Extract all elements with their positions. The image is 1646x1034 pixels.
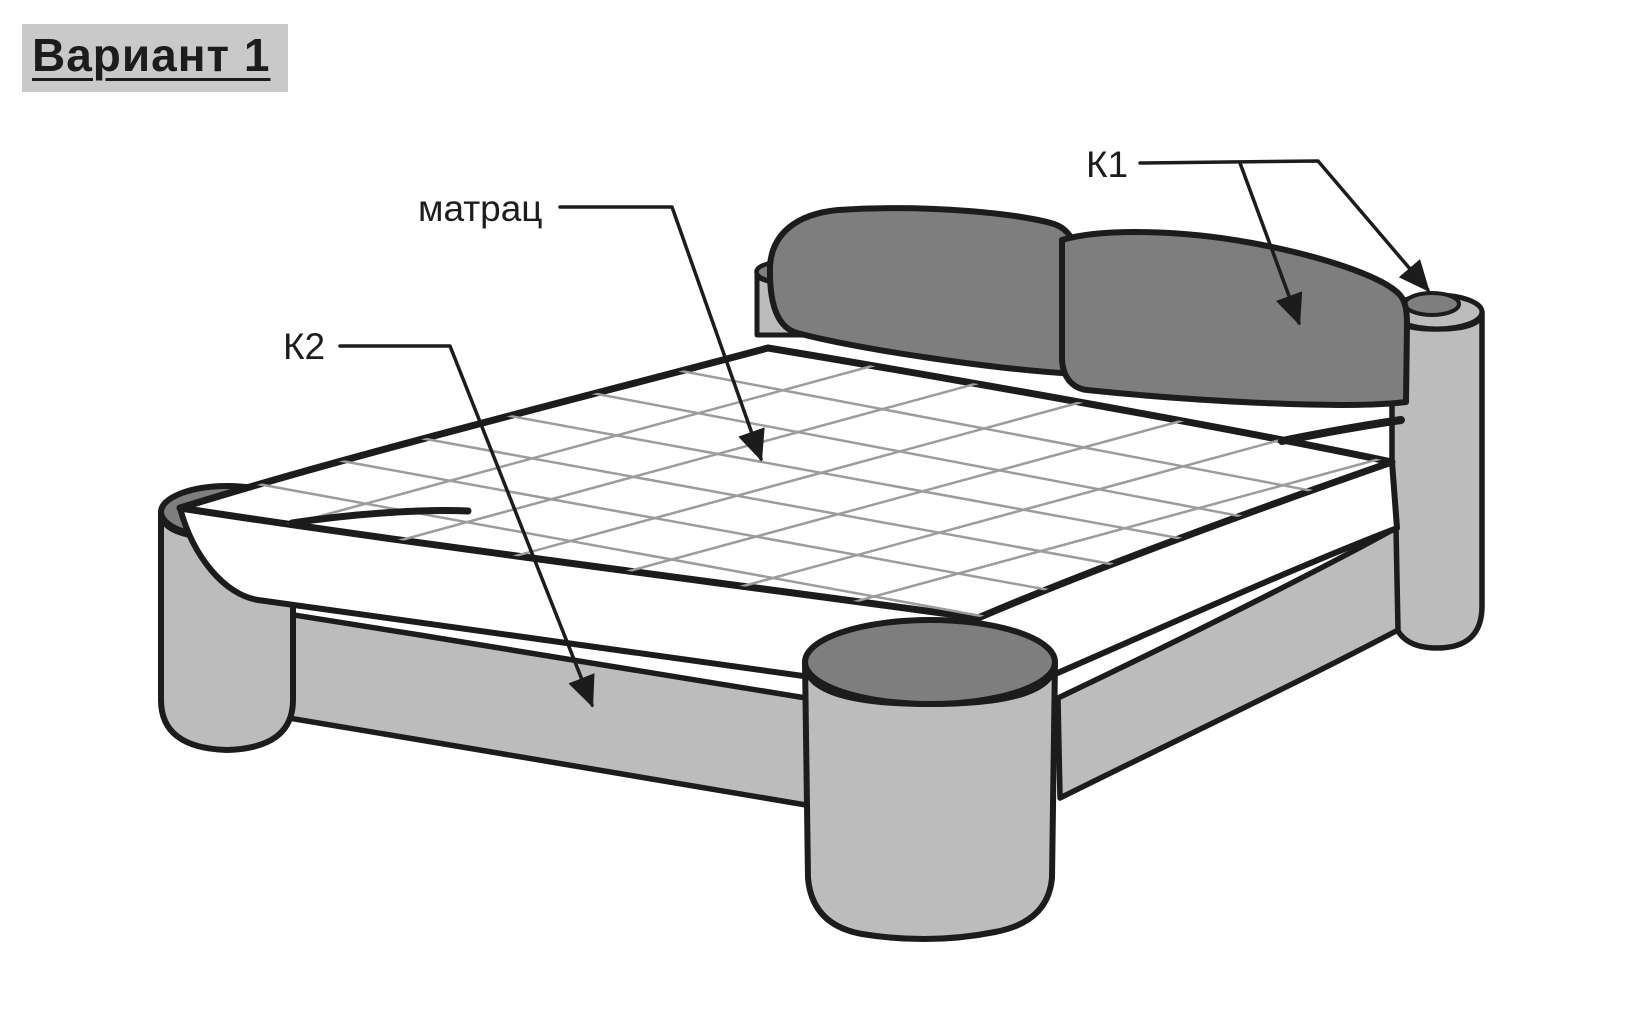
- arrow-k2: [338, 344, 595, 708]
- arrow-mattress: [558, 205, 765, 462]
- headboard-cushion-right: [1059, 229, 1410, 408]
- front-leg-center-cap: [802, 617, 1058, 707]
- page-title: Вариант 1: [22, 24, 289, 92]
- quilt-line-set-b: [212, 360, 1392, 618]
- arrow-k1-post: [1138, 159, 1430, 293]
- quilt-lines: [180, 358, 1392, 618]
- label-k2: К2: [283, 326, 325, 367]
- annotation-arrows: [338, 159, 1430, 708]
- headboard-cushion-left: [766, 205, 1083, 377]
- accent-stroke-right: [1278, 416, 1405, 445]
- label-k1: К1: [1086, 144, 1128, 185]
- arrow-k1-cushion: [1238, 161, 1303, 326]
- accent-stroke-left: [288, 507, 472, 527]
- bed-illustration: [158, 205, 1485, 942]
- corner-post-right-cap-inner: [1403, 291, 1461, 317]
- side-rail-right: [1055, 525, 1401, 801]
- label-mattress: матрац: [418, 188, 543, 229]
